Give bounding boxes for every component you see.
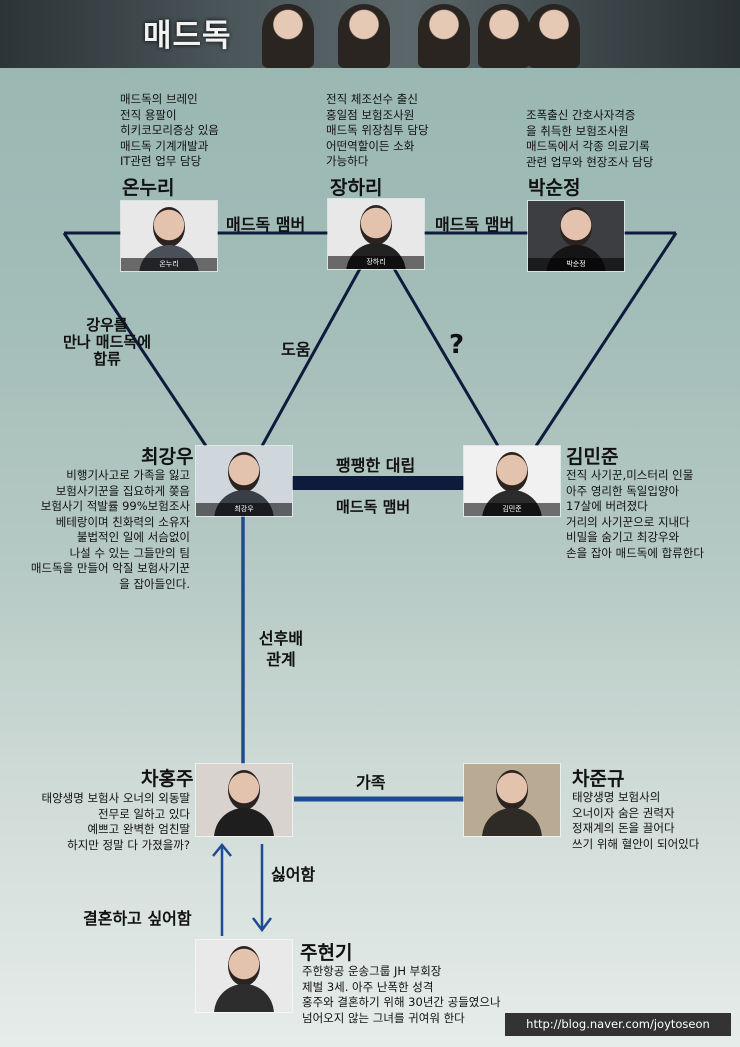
choekangwoo-photo: 최강우	[196, 446, 292, 516]
chahongju-description: 태양생명 보험사 오너의 외동딸 전무로 일하고 있다 예쁘고 완벽한 엄친딸 …	[41, 791, 190, 852]
relation-label-question: ?	[449, 330, 465, 360]
chajungyu-name: 차준규	[572, 768, 625, 790]
relation-label-onnuri-kangwoo: 강우를 만나 매드독에 합류	[62, 316, 152, 368]
help-line	[260, 264, 364, 447]
want-marry-arrowhead	[212, 843, 232, 857]
kimminjun-photo: 김민준	[464, 446, 560, 516]
relation-label-help: 도움	[281, 340, 311, 359]
parksunjeong-photo: 박순정	[528, 201, 624, 271]
banner-portrait	[338, 4, 390, 68]
onnuri-description: 매드독의 브레인 전직 용팔이 히키코모리증상 있음 매드독 기계개발과 IT관…	[120, 92, 219, 168]
chahongju-name: 차홍주	[141, 768, 194, 790]
juhyeongi-photo	[196, 940, 292, 1012]
onnuri-photo: 온누리	[121, 201, 217, 271]
chajungyu-photo	[464, 764, 560, 836]
chajungyu-description: 태양생명 보험사의 오너이자 숨은 권력자 정재계의 돈을 끌어다 쓰기 위해 …	[572, 790, 700, 851]
jangari-description: 전직 체조선수 출신 홍일점 보험조사원 매드독 위장침투 담당 어떤역할이든 …	[326, 92, 429, 168]
juhyeongi-description: 주한항공 운송그룹 JH 부회장 제벌 3세. 아주 난폭한 성격 홍주와 결혼…	[302, 964, 501, 1025]
choekangwoo-name: 최강우	[141, 446, 194, 468]
kimminjun-name: 김민준	[566, 446, 619, 468]
relation-label-dislike: 싫어함	[271, 865, 316, 884]
triangle-right-line	[534, 232, 678, 447]
relation-label-family: 가족	[356, 773, 386, 792]
relation-label-onnuri-jangari: 매드독 맴버	[226, 215, 306, 234]
rivalry-bar	[292, 476, 466, 490]
blog-watermark: http://blog.naver.com/joytoseon	[505, 1013, 731, 1036]
jangari-name: 장하리	[330, 177, 383, 199]
jangari-photo: 장하리	[328, 199, 424, 269]
header-banner: 매드독	[0, 0, 740, 68]
parksunjeong-name: 박순정	[528, 177, 581, 199]
choekangwoo-description: 비행기사고로 가족을 잃고 보험사기꾼을 집요하게 쫒음 보험사기 적발률 99…	[30, 468, 190, 591]
parksunjeong-description: 조폭출신 간호사자격증 을 취득한 보험조사원 매드독에서 각종 의료기록 관련…	[526, 108, 654, 169]
banner-portrait	[262, 4, 314, 68]
relation-label-member: 매드독 맴버	[336, 498, 411, 516]
banner-title: 매드독	[143, 18, 232, 54]
banner-portrait	[528, 4, 580, 68]
onnuri-name: 온누리	[122, 177, 175, 199]
relation-label-rivalry: 팽팽한 대립	[336, 456, 416, 475]
triangle-left-line	[62, 232, 208, 447]
relation-label-jangari-parksunjeong: 매드독 맴버	[435, 215, 515, 234]
banner-portrait	[418, 4, 470, 68]
kimminjun-description: 전직 사기꾼,미스터리 인물 아주 영리한 독일입양아 17살에 버려졌다 거리…	[566, 468, 704, 560]
banner-portrait	[478, 4, 530, 68]
juhyeongi-name: 주현기	[300, 942, 353, 964]
relation-label-want-marry: 결혼하고 싶어함	[83, 909, 192, 928]
relation-label-seniority: 선후배 관계	[258, 629, 304, 669]
question-line	[390, 264, 500, 447]
dislike-arrowhead	[252, 917, 272, 933]
chahongju-photo	[196, 764, 292, 836]
